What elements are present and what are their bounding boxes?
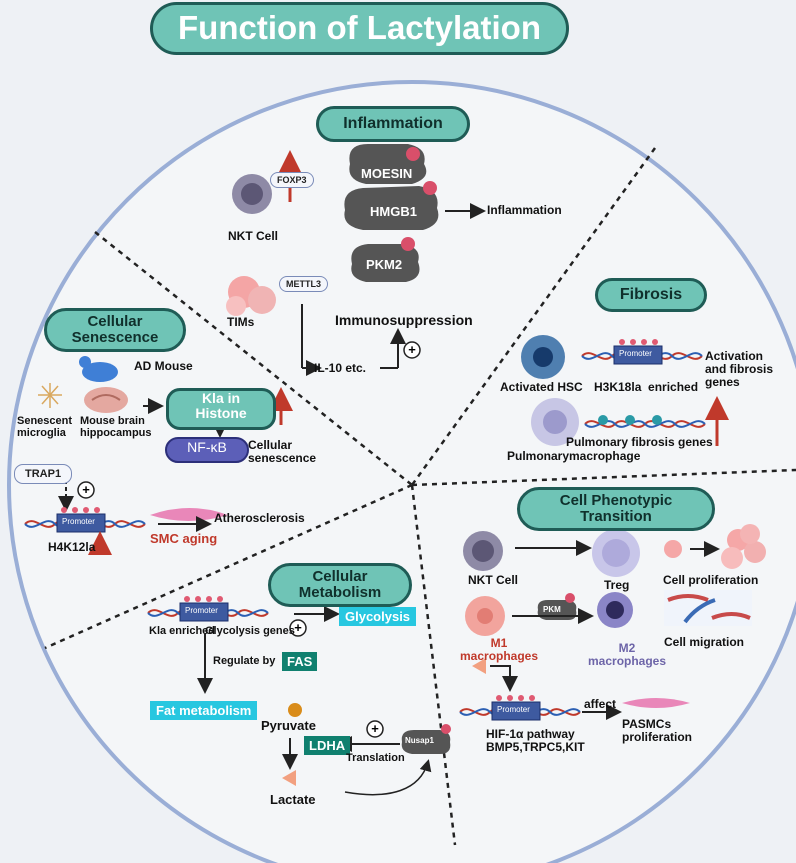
page-title: Function of Lactylation: [150, 2, 569, 55]
lactate-label: Lactate: [270, 792, 316, 807]
ldha-box: LDHA: [304, 736, 351, 755]
pulmonary-macrophage-label: Pulmonarymacrophage: [507, 449, 641, 463]
ad-mouse-icon: [79, 356, 118, 382]
nkt-cell-2-icon: [463, 531, 503, 571]
m1-macrophages-label: M1 macrophages: [460, 636, 539, 664]
regulate-by-label: Regulate by: [213, 655, 276, 667]
activated-hsc-label: Activated HSC: [500, 380, 583, 394]
senescent-microglia-label: Senescent microglia: [17, 415, 73, 440]
translation-label: Translation: [346, 752, 405, 764]
pasmcs-icon: [622, 698, 690, 708]
nkt-cell-2-label: NKT Cell: [468, 573, 519, 587]
hippocampus-label: Mouse brain hippocampus: [80, 415, 152, 440]
svg-text:+: +: [82, 482, 90, 497]
metabolism-promoter-label: Promoter: [185, 606, 218, 615]
nusap1-blob: [401, 730, 451, 754]
svg-text:+: +: [371, 721, 379, 736]
cell-migration-icon: [664, 590, 752, 626]
phenotypic-promoter-label: Promoter: [497, 705, 530, 714]
proliferation-single-cell-icon: [664, 540, 682, 558]
nfkb-box: NF-κB: [165, 437, 249, 463]
nkt-cell-icon: [232, 174, 272, 214]
fas-box: FAS: [282, 652, 318, 671]
hif-pathway-label: HIF-1α pathway BMP5,TRPC5,KIT: [486, 727, 585, 755]
kla-enriched-label: Kla enriched: [149, 625, 216, 637]
tims-icon: [226, 276, 276, 316]
il10-label: IL-10 etc.: [314, 361, 367, 375]
pkm2-label: PKM2: [366, 257, 403, 272]
kla-histone-box: Kla in Histone: [166, 388, 276, 430]
m2-macrophages-label: M2 macrophages: [588, 641, 667, 669]
glycolysis-genes-label: Glycolysis genes: [205, 625, 295, 637]
treg-label: Treg: [604, 578, 630, 592]
smc-aging-label: SMC aging: [150, 531, 218, 546]
immunosuppression-label: Immunosuppression: [335, 312, 473, 328]
microglia-icon: [38, 383, 62, 408]
trap1-tag: TRAP1: [14, 464, 73, 484]
lactate-triangle: [282, 770, 296, 786]
pulmonary-macrophage-icon: [531, 398, 579, 446]
hmgb1-label: HMGB1: [370, 204, 417, 219]
m2-macrophage-icon: [597, 592, 633, 628]
nkt-cell-label: NKT Cell: [228, 229, 279, 243]
svg-text:+: +: [408, 342, 416, 357]
hippocampus-icon: [84, 387, 128, 413]
senescence-promoter-label: Promoter: [62, 517, 95, 526]
activated-hsc-icon: [521, 335, 565, 379]
activation-genes-label: Activation and fibrosis genes: [705, 349, 774, 390]
section-dividers: [44, 147, 796, 846]
pasmcs-label: PASMCs proliferation: [622, 717, 693, 745]
moesin-label: MOESIN: [361, 166, 413, 181]
pkm-label: PKM: [543, 605, 561, 614]
fat-metabolism-box: Fat metabolism: [150, 701, 258, 720]
h4k12la-label: H4K12la: [48, 540, 96, 554]
glycolysis-box: Glycolysis: [339, 607, 417, 626]
nusap1-label: Nusap1: [405, 736, 434, 745]
mettl3-tag: METTL3: [279, 276, 328, 292]
pulmonary-genes-label: Pulmonary fibrosis genes: [566, 435, 713, 449]
hmgb1-blob: [344, 186, 439, 230]
pyruvate-icon: [288, 703, 302, 717]
cellular-senescence-label: Cellular senescence: [248, 438, 317, 466]
affect-label: affect: [584, 697, 617, 711]
senescence-heading: Cellular Senescence: [44, 308, 186, 352]
inflammation-heading: Inflammation: [316, 106, 470, 142]
svg-text:+: +: [294, 620, 302, 635]
tims-label: TIMs: [227, 315, 255, 329]
ad-mouse-label: AD Mouse: [134, 359, 193, 373]
cell-proliferation-label: Cell proliferation: [663, 573, 759, 587]
metabolism-heading: Cellular Metabolism: [268, 563, 412, 607]
atherosclerosis-label: Atherosclerosis: [214, 511, 305, 525]
proliferation-cluster-icon: [721, 524, 766, 569]
m1-macrophage-icon: [465, 596, 505, 636]
pyruvate-label: Pyruvate: [261, 718, 316, 733]
fibrosis-promoter-label: Promoter: [619, 349, 652, 358]
fibrosis-heading: Fibrosis: [595, 278, 707, 312]
pkm2-blob: [351, 244, 420, 282]
foxp3-tag: FOXP3: [270, 172, 314, 188]
inflammation-output-label: Inflammation: [487, 203, 562, 217]
treg-icon: [592, 529, 640, 577]
cell-migration-label: Cell migration: [664, 635, 745, 649]
h3k18la-label: H3K18la enriched: [594, 380, 699, 394]
phenotypic-heading: Cell Phenotypic Transition: [517, 487, 715, 531]
